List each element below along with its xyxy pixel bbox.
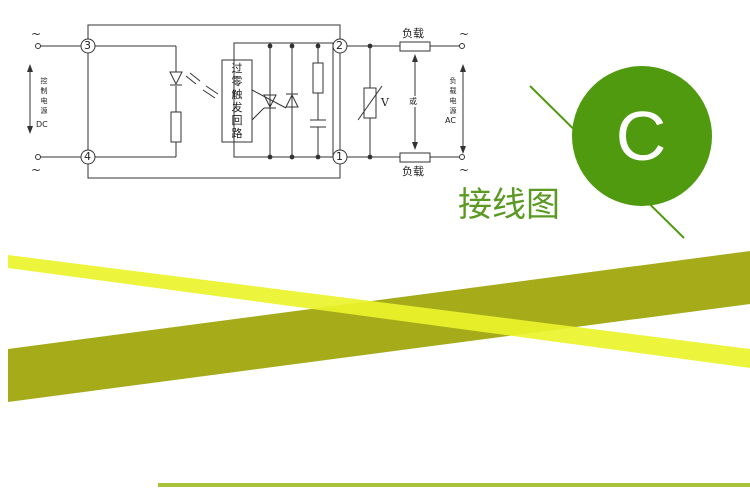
ac-tilde: ~ bbox=[31, 27, 42, 41]
terminal-1 bbox=[332, 149, 348, 165]
bottom-rule bbox=[158, 483, 750, 487]
snubber-resistor bbox=[312, 62, 324, 94]
yellow-band bbox=[8, 255, 750, 368]
ac-label: AC bbox=[445, 116, 456, 125]
olive-band bbox=[8, 251, 750, 402]
badge-circle bbox=[572, 66, 712, 206]
load-bottom-label: 负载 bbox=[402, 165, 424, 178]
circuit-diagram bbox=[27, 24, 466, 179]
ac-tilde: ~ bbox=[459, 163, 470, 177]
terminal-1-label: 1 bbox=[336, 150, 343, 163]
or-label: 或 bbox=[409, 96, 417, 107]
load-top-label: 负载 bbox=[402, 27, 424, 40]
varistor-label: V bbox=[381, 96, 389, 109]
badge-diagonal bbox=[529, 85, 685, 239]
zero-cross-trigger-label: 过 零 触 发 回 路 bbox=[231, 62, 243, 140]
led-diode bbox=[169, 71, 183, 86]
inner-trigger-box bbox=[233, 42, 334, 158]
ac-tilde: ~ bbox=[459, 27, 470, 41]
terminal-3 bbox=[80, 38, 96, 54]
diagram-title: 接线图 bbox=[458, 185, 560, 225]
dc-label: DC bbox=[36, 120, 48, 129]
input-resistor bbox=[170, 111, 182, 143]
terminal-4 bbox=[80, 149, 96, 165]
terminal-4-label: 4 bbox=[84, 150, 91, 163]
terminal-2 bbox=[332, 38, 348, 54]
varistor bbox=[363, 87, 377, 119]
load-power-label: 负 载 电 源 bbox=[449, 77, 457, 115]
load-top-resistor bbox=[399, 41, 431, 52]
load-bottom-resistor bbox=[399, 152, 431, 163]
badge-letter: C bbox=[615, 97, 667, 175]
trigger-circuit-box bbox=[221, 59, 253, 143]
thyristor-2 bbox=[285, 93, 299, 108]
control-power-label: 控 制 电 源 bbox=[40, 77, 48, 115]
ac-tilde: ~ bbox=[31, 163, 42, 177]
terminal-2-label: 2 bbox=[336, 39, 343, 52]
badge-graphic bbox=[529, 66, 712, 239]
terminal-3-label: 3 bbox=[84, 39, 91, 52]
module-outline bbox=[87, 24, 341, 179]
